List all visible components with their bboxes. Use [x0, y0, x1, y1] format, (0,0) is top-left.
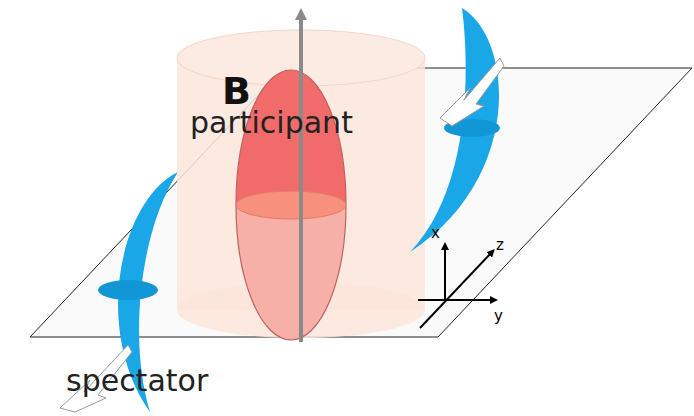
field-label: B [222, 72, 251, 110]
participant-label: participant [190, 108, 353, 138]
axis-label: y [494, 309, 503, 324]
spectator-label: spectator [66, 366, 208, 396]
axis-label: x [431, 226, 440, 241]
axis-label: z [496, 238, 504, 253]
